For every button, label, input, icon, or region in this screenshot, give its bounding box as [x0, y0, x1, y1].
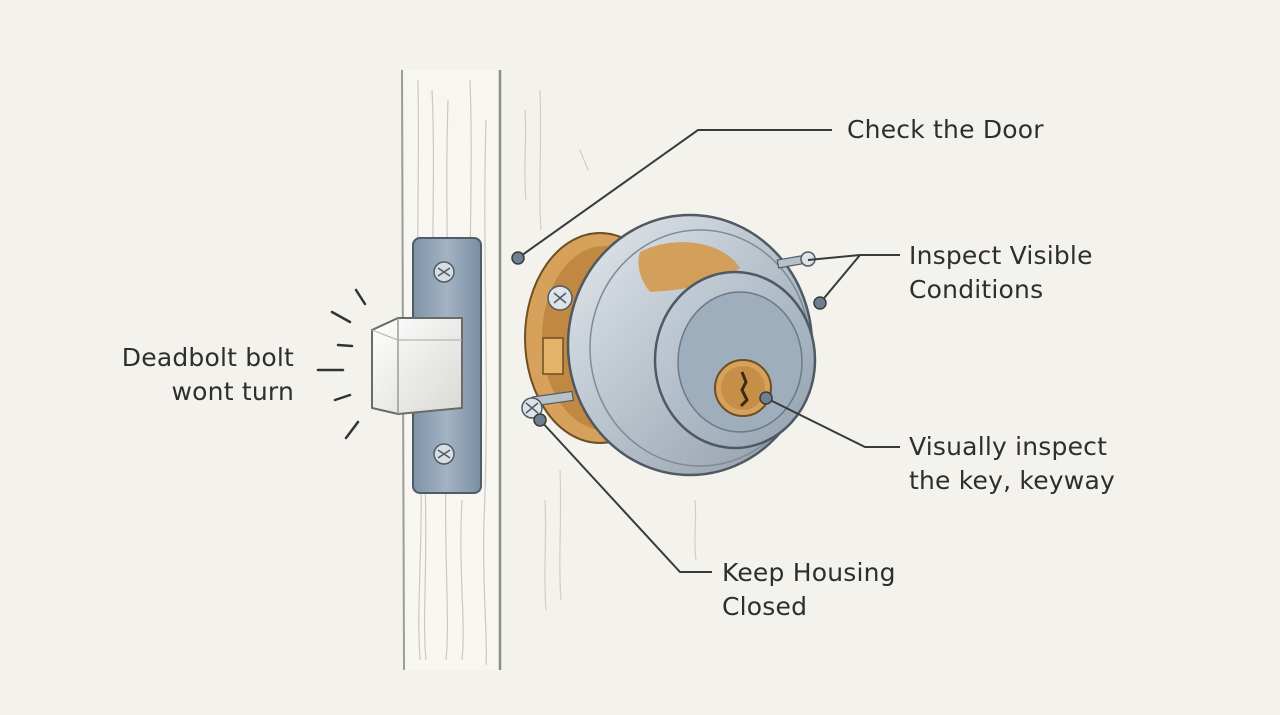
- label-deadbolt-wont-turn: Deadbolt bolt wont turn: [121, 343, 294, 406]
- emphasis-lines: [316, 288, 367, 440]
- label-inspect-visible-conditions: Inspect Visible Conditions: [909, 241, 1093, 304]
- screw-icon: [433, 261, 455, 283]
- screw-icon: [433, 443, 455, 465]
- screw-icon: [547, 285, 573, 311]
- label-keep-housing-closed: Keep Housing Closed: [722, 558, 896, 621]
- callout-lines: [517, 129, 900, 573]
- label-check-the-door: Check the Door: [847, 115, 1044, 144]
- callout-dots: [511, 251, 827, 427]
- deadbolt-bolt: [371, 317, 463, 416]
- deadbolt-lock: [524, 213, 817, 477]
- keyway: [714, 359, 772, 417]
- label-visually-inspect-key: Visually inspect the key, keyway: [909, 432, 1115, 495]
- door-grain: [524, 89, 697, 611]
- screw-icon: [521, 390, 574, 419]
